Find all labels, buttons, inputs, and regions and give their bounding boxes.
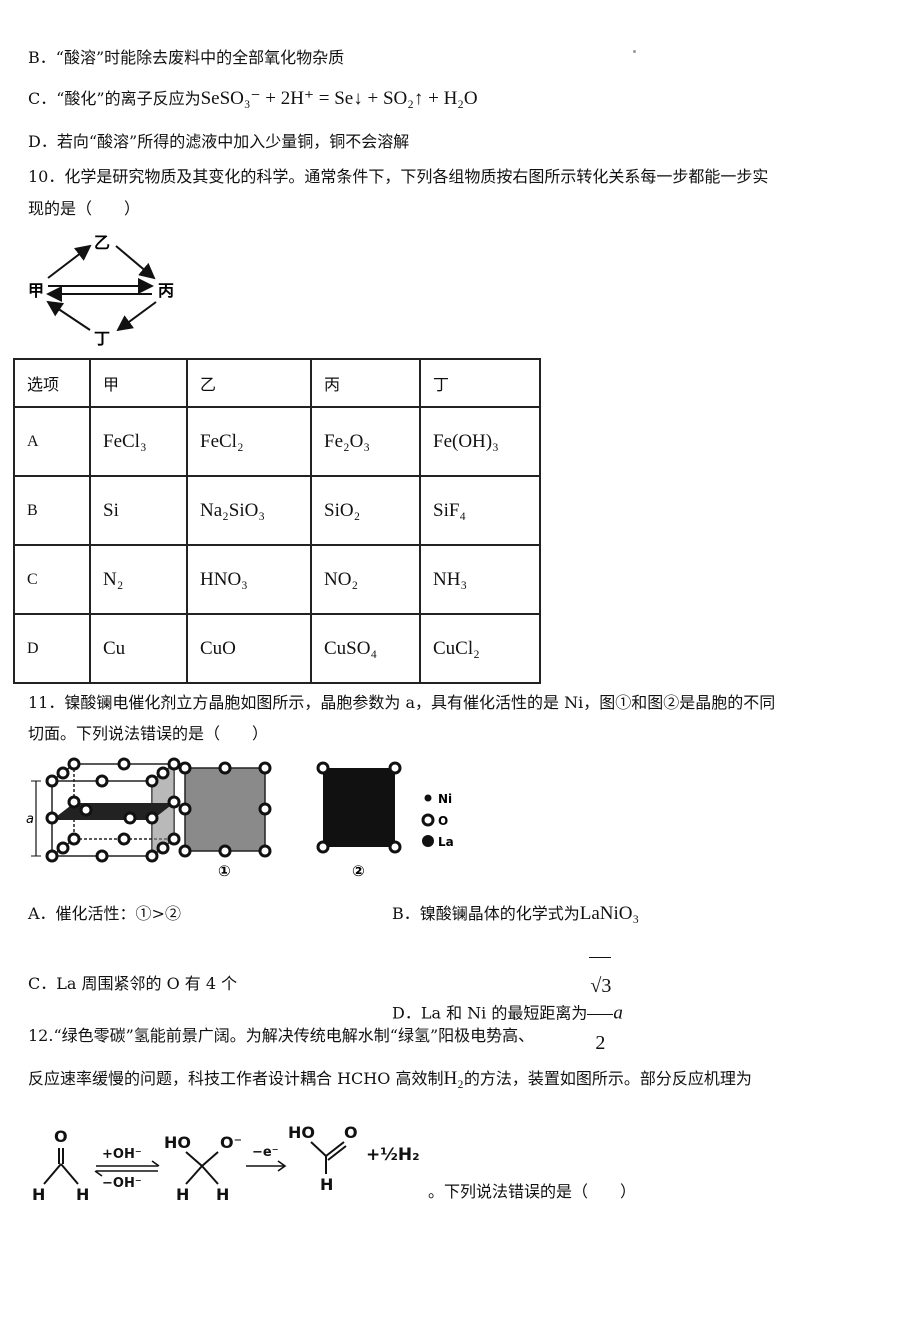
table-header-cell: 丁 (419, 358, 541, 408)
q11-crystal-figure: a ① ② Ni O La (26, 757, 454, 880)
section-1-plane (184, 767, 266, 852)
atom-o-minus: O⁻ (220, 1133, 242, 1152)
cube-atoms (45, 757, 181, 863)
fraction-denominator: 2 (595, 1032, 606, 1054)
atom-h: H (216, 1185, 229, 1204)
table-cell: FeCl₃ (89, 406, 188, 477)
q12-stem-line2-formula: H₂ (443, 1068, 464, 1089)
q12-stem-line2: 反应速率缓慢的问题，科技工作者设计耦合 HCHO 高效制H₂的方法，装置如图所示… (28, 1067, 752, 1091)
table-cell: CuCl₂ (419, 613, 541, 684)
legend-o: O (438, 814, 448, 828)
label-minus-e: −e⁻ (252, 1145, 279, 1160)
legend-ni: Ni (438, 792, 452, 806)
q12-stem-line1: 12.“绿色零碳”氢能前景广阔。为解决传统电解水制“绿氢”阳极电势高、 (28, 1026, 535, 1045)
q9-option-d: D．若向“酸溶”所得的滤液中加入少量铜，铜不会溶解 (28, 132, 410, 151)
label-minus-oh: −OH⁻ (102, 1176, 142, 1191)
q12-stem-line2-suffix: 的方法，装置如图所示。部分反应机理为 (463, 1069, 752, 1088)
section-2-plane (323, 768, 395, 847)
q11-option-b-prefix: B．镍酸镧晶体的化学式为 (392, 904, 580, 923)
table-cell: SiO₂ (310, 475, 421, 546)
fraction-numerator: √3 (589, 957, 612, 1014)
table-cell: D (13, 613, 91, 684)
q11-option-b: B．镍酸镧晶体的化学式为LaNiO₃ (392, 902, 639, 926)
table-row: D Cu CuO CuSO₄ CuCl₂ (13, 613, 541, 684)
q10-options-table: 选项 甲 乙 丙 丁 A FeCl₃ FeCl₂ Fe₂O₃ Fe(OH)₃ B… (13, 358, 541, 684)
section-2-label: ② (352, 862, 365, 880)
q10-stem-line2: 现的是（ ） (28, 199, 141, 218)
table-cell: SiF₄ (419, 475, 541, 546)
q9-option-c-equation: SeSO₃⁻ + 2H⁺ = Se↓ + SO₂↑ + H₂O (200, 88, 478, 109)
diagram-node-left: 甲 (28, 281, 44, 300)
table-cell: B (13, 475, 91, 546)
atom-o-product: O (344, 1123, 358, 1142)
table-cell: NH₃ (419, 544, 541, 615)
table-cell: C (13, 544, 91, 615)
diagram-node-right: 丙 (158, 281, 174, 300)
table-cell: Na₂SiO₃ (186, 475, 312, 546)
q11-stem-line1: 11．镍酸镧电催化剂立方晶胞如图所示，晶胞参数为 a，具有催化活性的是 Ni，图… (28, 693, 776, 712)
table-header-cell: 选项 (13, 358, 91, 408)
axis-label-a: a (26, 812, 34, 827)
table-cell: Si (89, 475, 188, 546)
diagram-node-top: 乙 (94, 233, 110, 252)
table-cell: CuSO₄ (310, 613, 421, 684)
table-cell: Fe₂O₃ (310, 406, 421, 477)
table-cell: HNO₃ (186, 544, 312, 615)
atom-h: H (176, 1185, 189, 1204)
q11-option-d-fraction: √3 2 (587, 957, 614, 1071)
table-cell: FeCl₂ (186, 406, 312, 477)
q10-stem-line1: 10．化学是研究物质及其变化的科学。通常条件下，下列各组物质按右图所示转化关系每… (28, 167, 769, 186)
q11-option-d-prefix: D．La 和 Ni 的最短距离为 (392, 1003, 588, 1023)
label-plus-oh: +OH⁻ (102, 1147, 142, 1162)
q9-option-c-prefix: C．“酸化”的离子反应为 (28, 89, 201, 108)
q12-stem-line2-prefix: 反应速率缓慢的问题，科技工作者设计耦合 HCHO 高效制 (28, 1069, 444, 1088)
q12-mechanism-diagram: O H H +OH⁻ −OH⁻ HO O⁻ H H −e⁻ HO O H + (32, 1123, 420, 1204)
table-row: B Si Na₂SiO₃ SiO₂ SiF₄ (13, 475, 541, 546)
atom-o: O (54, 1127, 68, 1146)
atom-ho-product: HO (288, 1123, 315, 1142)
q11-option-d-variable: a (613, 1002, 623, 1024)
table-cell: N₂ (89, 544, 188, 615)
label-plus-half-h2: +½H₂ (366, 1145, 420, 1165)
q9-option-b: B．“酸溶”时能除去废料中的全部氧化物杂质 (28, 48, 345, 67)
atom-h-product: H (320, 1175, 333, 1194)
q10-conversion-diagram: 乙 甲 丙 丁 (28, 233, 174, 348)
q9-option-c: C．“酸化”的离子反应为SeSO₃⁻ + 2H⁺ = Se↓ + SO₂↑ + … (28, 87, 478, 111)
table-header-cell: 甲 (89, 358, 188, 408)
section-1-label: ① (218, 862, 231, 880)
table-row: A FeCl₃ FeCl₂ Fe₂O₃ Fe(OH)₃ (13, 406, 541, 477)
table-cell: Cu (89, 613, 188, 684)
table-cell: A (13, 406, 91, 477)
table-cell: NO₂ (310, 544, 421, 615)
table-cell: Fe(OH)₃ (419, 406, 541, 477)
table-row: C N₂ HNO₃ NO₂ NH₃ (13, 544, 541, 615)
q11-option-b-formula: LaNiO₃ (579, 903, 640, 924)
q12-tail: 。下列说法错误的是（ ） (428, 1182, 637, 1201)
atom-h-left: H (32, 1185, 45, 1204)
q11-option-a: A．催化活性：①>② (28, 904, 181, 923)
diagram-node-bottom: 丁 (94, 329, 110, 348)
atom-h-right: H (76, 1185, 89, 1204)
q11-option-c: C．La 周围紧邻的 O 有 4 个 (28, 974, 238, 993)
q11-stem-line2: 切面。下列说法错误的是（ ） (28, 724, 269, 743)
table-header-cell: 丙 (310, 358, 421, 408)
atom-ho: HO (164, 1133, 191, 1152)
table-header-row: 选项 甲 乙 丙 丁 (13, 358, 541, 408)
table-cell: CuO (186, 613, 312, 684)
legend-la: La (438, 835, 454, 849)
table-header-cell: 乙 (186, 358, 312, 408)
